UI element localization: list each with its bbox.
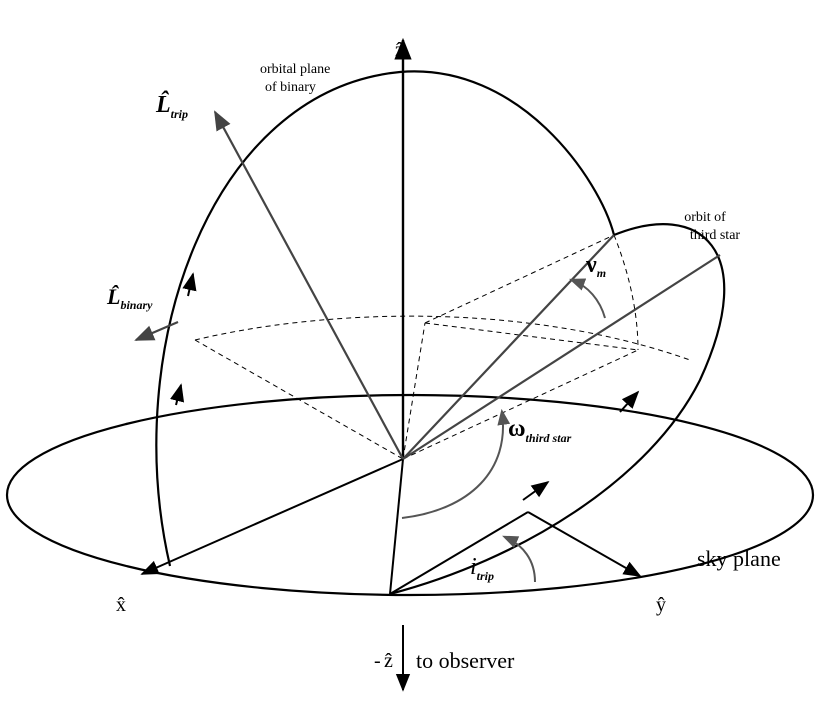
- to-observer-label: to observer: [416, 648, 515, 673]
- x-axis: [140, 458, 404, 575]
- z-hat-label: ẑ: [395, 39, 404, 61]
- L-trip-vector: [214, 110, 404, 460]
- orbit-third-label-line2: third star: [690, 228, 740, 243]
- sky-plane-ellipse: [5, 393, 815, 597]
- orbital-plane-label-line2: of binary: [265, 80, 316, 95]
- line-of-nodes: [389, 511, 529, 595]
- axes-group: [140, 37, 642, 692]
- i-angle-arc: [502, 535, 536, 583]
- orbit-third-label-line1: orbit of: [684, 210, 726, 225]
- binary-orbit-arrow-lower: [170, 383, 185, 406]
- y-hat-label: ŷ: [656, 594, 666, 616]
- third-star-position-line: [402, 254, 721, 460]
- third-star-orbit-curve: [389, 223, 726, 596]
- third-orbit-arrow-upper: [619, 390, 640, 413]
- sky-plane-label: sky plane: [697, 546, 781, 571]
- binary-orbit-arrow-upper: [182, 272, 197, 297]
- L-trip-label: L̂trip: [155, 91, 188, 121]
- L-binary-vector: [134, 320, 179, 342]
- orbit-node-line: [402, 234, 615, 460]
- omega-angle-arc: [401, 408, 511, 519]
- third-orbit-arrow-lower: [522, 480, 550, 501]
- neg-z-minus-label: -: [374, 650, 381, 672]
- binary-orbital-plane-curve: [155, 70, 616, 567]
- L-binary-label: L̂binary: [106, 284, 153, 312]
- center-to-front-line: [389, 458, 404, 595]
- i-trip-label: itrip: [470, 554, 494, 583]
- nu-angle-arc: [569, 278, 606, 319]
- orbital-plane-label-line1: orbital plane: [260, 62, 330, 77]
- y-axis: [527, 511, 642, 577]
- dashed-construction-lines: [194, 234, 691, 460]
- omega-third-star-label: ωthird star: [508, 416, 572, 445]
- x-hat-label: x̂: [116, 594, 126, 616]
- neg-z-hat-label: ẑ: [384, 650, 393, 672]
- nu-m-label: νm: [585, 252, 606, 280]
